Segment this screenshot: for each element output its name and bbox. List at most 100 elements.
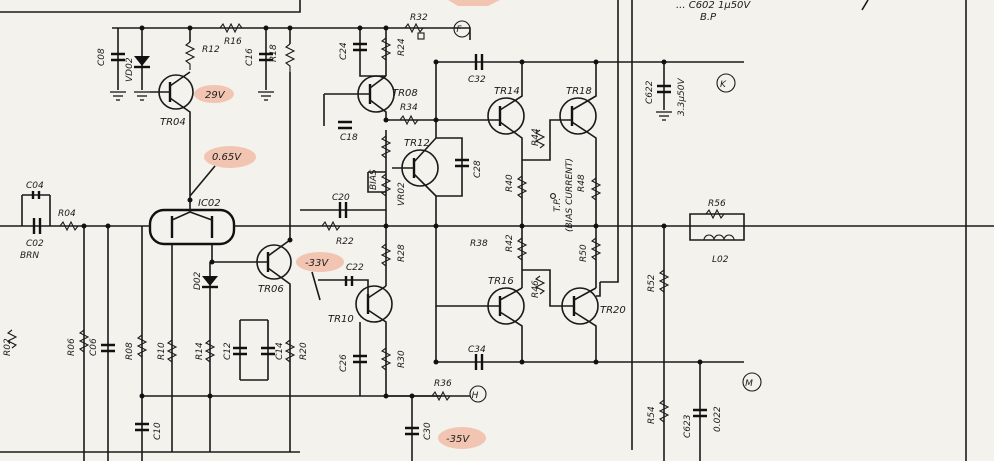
- c26-plates: [353, 354, 367, 364]
- tr16-legs: [499, 287, 523, 362]
- vr02-label: VR02: [397, 182, 407, 206]
- r30-label: R30: [397, 350, 407, 368]
- c12-plates: [233, 346, 247, 356]
- r28-label: R28: [397, 244, 407, 262]
- r32-resistor: [404, 22, 424, 34]
- c12-label: C12: [223, 342, 233, 360]
- r42-resistor: [516, 237, 528, 261]
- c26-label: C26: [339, 354, 349, 372]
- tr04-label: TR04: [160, 117, 186, 128]
- r12-label: R12: [202, 45, 220, 55]
- c622-value: 3.3μ50V: [677, 78, 687, 116]
- terminal-h-label: H: [472, 391, 479, 401]
- tr04-voltage: 29V: [205, 90, 226, 101]
- ground-4: [656, 111, 672, 121]
- c20-label: C20: [332, 193, 350, 203]
- tr18-body: [559, 97, 597, 135]
- c623-value: 0.022: [713, 406, 723, 432]
- ic02-body: [148, 208, 236, 246]
- r48-label: R48: [577, 174, 587, 192]
- c04-label: C04: [26, 181, 44, 191]
- c04-bridge: [21, 194, 51, 226]
- vr02-resistor: [380, 173, 392, 197]
- top-right-tick: [861, 0, 869, 11]
- d02-label: D02: [193, 271, 203, 290]
- ic02-v-highlight: [204, 146, 256, 168]
- r48-resistor: [590, 177, 602, 201]
- bias-label: BIAS: [369, 169, 379, 190]
- ic02-voltage: 0.65V: [212, 152, 242, 163]
- tr06-label: TR06: [258, 284, 284, 295]
- c10-plates: [135, 422, 149, 432]
- r28-resistor: [380, 243, 392, 267]
- tr08-legs: [369, 75, 387, 120]
- lower-emitter-wires: [521, 226, 597, 288]
- tr14-legs: [499, 62, 523, 160]
- r20-label: R20: [299, 342, 309, 360]
- r22-resistor: [321, 220, 341, 232]
- ground-2: [134, 91, 150, 101]
- r04-label: R04: [58, 209, 76, 219]
- c623-label: C623: [683, 414, 693, 438]
- r42-label: R42: [505, 234, 515, 252]
- r54-label: R54: [647, 406, 657, 424]
- r16-label: R16: [224, 37, 242, 47]
- ground-3: [258, 91, 274, 101]
- r50-resistor: [590, 237, 602, 261]
- tp-point: [550, 193, 556, 199]
- c22-plates: [344, 276, 354, 286]
- ic02-bases: [170, 216, 214, 238]
- r20-resistor: [284, 339, 296, 363]
- tr04-v-highlight: [194, 85, 234, 103]
- r56-l02-loop: [689, 213, 745, 241]
- vd02-diode: [134, 56, 150, 66]
- r18-label: R18: [269, 44, 279, 62]
- r14-label: R14: [195, 342, 205, 360]
- tr08-top-wires: [359, 28, 387, 76]
- c24-plates: [353, 42, 367, 52]
- junction-dots: [81, 25, 703, 399]
- r46-label: R46: [531, 280, 541, 298]
- r52-resistor: [658, 269, 670, 293]
- m-wire: [699, 361, 744, 461]
- r36-resistor: [431, 390, 451, 402]
- tr18-label: TR18: [566, 86, 592, 97]
- ic02-label: IC02: [198, 198, 221, 209]
- terminal-m: [742, 372, 762, 392]
- c16-label: C16: [245, 48, 255, 66]
- r10-label: R10: [157, 342, 167, 360]
- r16-resistor: [219, 22, 243, 34]
- top-left-frame: [0, 0, 301, 13]
- r44-label: R44: [531, 128, 541, 146]
- r36-label: R36: [434, 379, 452, 389]
- c18-plates: [338, 120, 352, 130]
- r24-resistor: [380, 37, 392, 61]
- r40-label: R40: [505, 174, 515, 192]
- ground-1: [110, 91, 126, 101]
- tr06-pointer: [311, 271, 321, 301]
- r02-label: R02: [3, 338, 13, 356]
- terminal-k-label: K: [720, 80, 727, 90]
- r30-resistor: [380, 347, 392, 371]
- f-branch: [440, 27, 471, 40]
- terminal-h: [469, 385, 487, 403]
- r24-label: R24: [397, 38, 407, 56]
- tr10-base-wire: [318, 279, 369, 300]
- c622-label: C622: [645, 80, 655, 104]
- brn-label: BRN: [20, 251, 39, 261]
- c30-label: C30: [423, 422, 433, 440]
- r02-resistor: [6, 329, 18, 349]
- l02-inductor: [703, 234, 735, 241]
- tr18-drive: [522, 119, 572, 161]
- tr20-collector-link: [596, 282, 601, 297]
- r34-label: R34: [400, 103, 418, 113]
- c30-plates: [405, 426, 419, 436]
- terminal-f: [453, 20, 471, 38]
- r56-label: R56: [708, 199, 726, 209]
- c06-label: C06: [89, 338, 99, 356]
- vd02-label: VD02: [125, 57, 135, 82]
- bp-note: B.P: [700, 12, 717, 23]
- l02-label: L02: [712, 255, 729, 265]
- r40-resistor: [516, 175, 528, 199]
